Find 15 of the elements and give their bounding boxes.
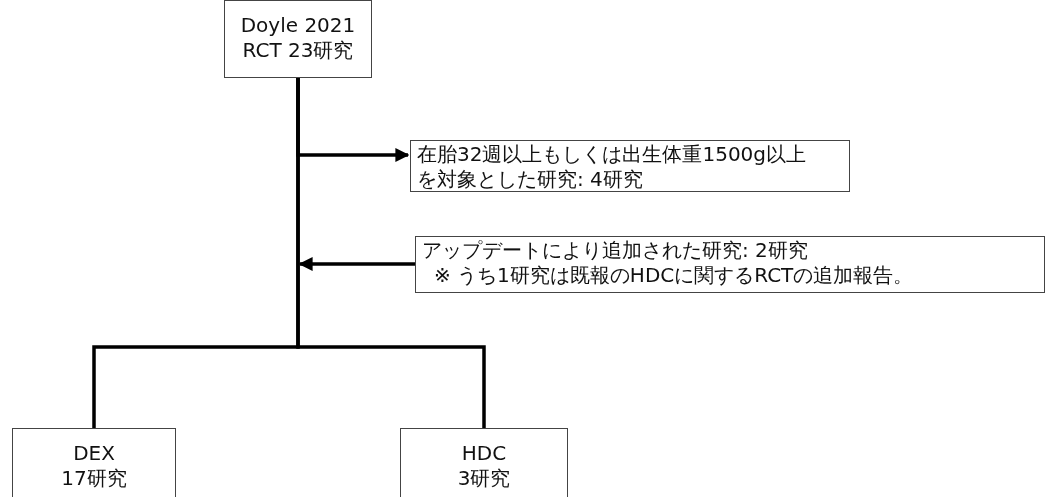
group-name-text: DEX [72,441,116,466]
note-text: ※ うち1研究は既報のHDCに関するRCTの追加報告。 [433,263,915,288]
study-box [400,428,568,497]
study-count-text: 17研究 [60,466,128,491]
study-box [415,236,1045,293]
connector-line [296,78,486,428]
arrow [298,257,415,271]
study-count-text: RCT 23研究 [241,38,355,63]
group-name-text: HDC [460,441,508,466]
study-box [12,428,176,497]
author-year-text: Doyle 2021 [239,13,357,38]
addition-text: アップデートにより追加された研究: 2研究 [422,238,809,263]
exclusion-text: 在胎32週以上もしくは出生体重1500g以上を対象とした研究: 4研究 [417,142,808,192]
study-count-text: 3研究 [456,466,512,491]
study-box [224,0,372,78]
